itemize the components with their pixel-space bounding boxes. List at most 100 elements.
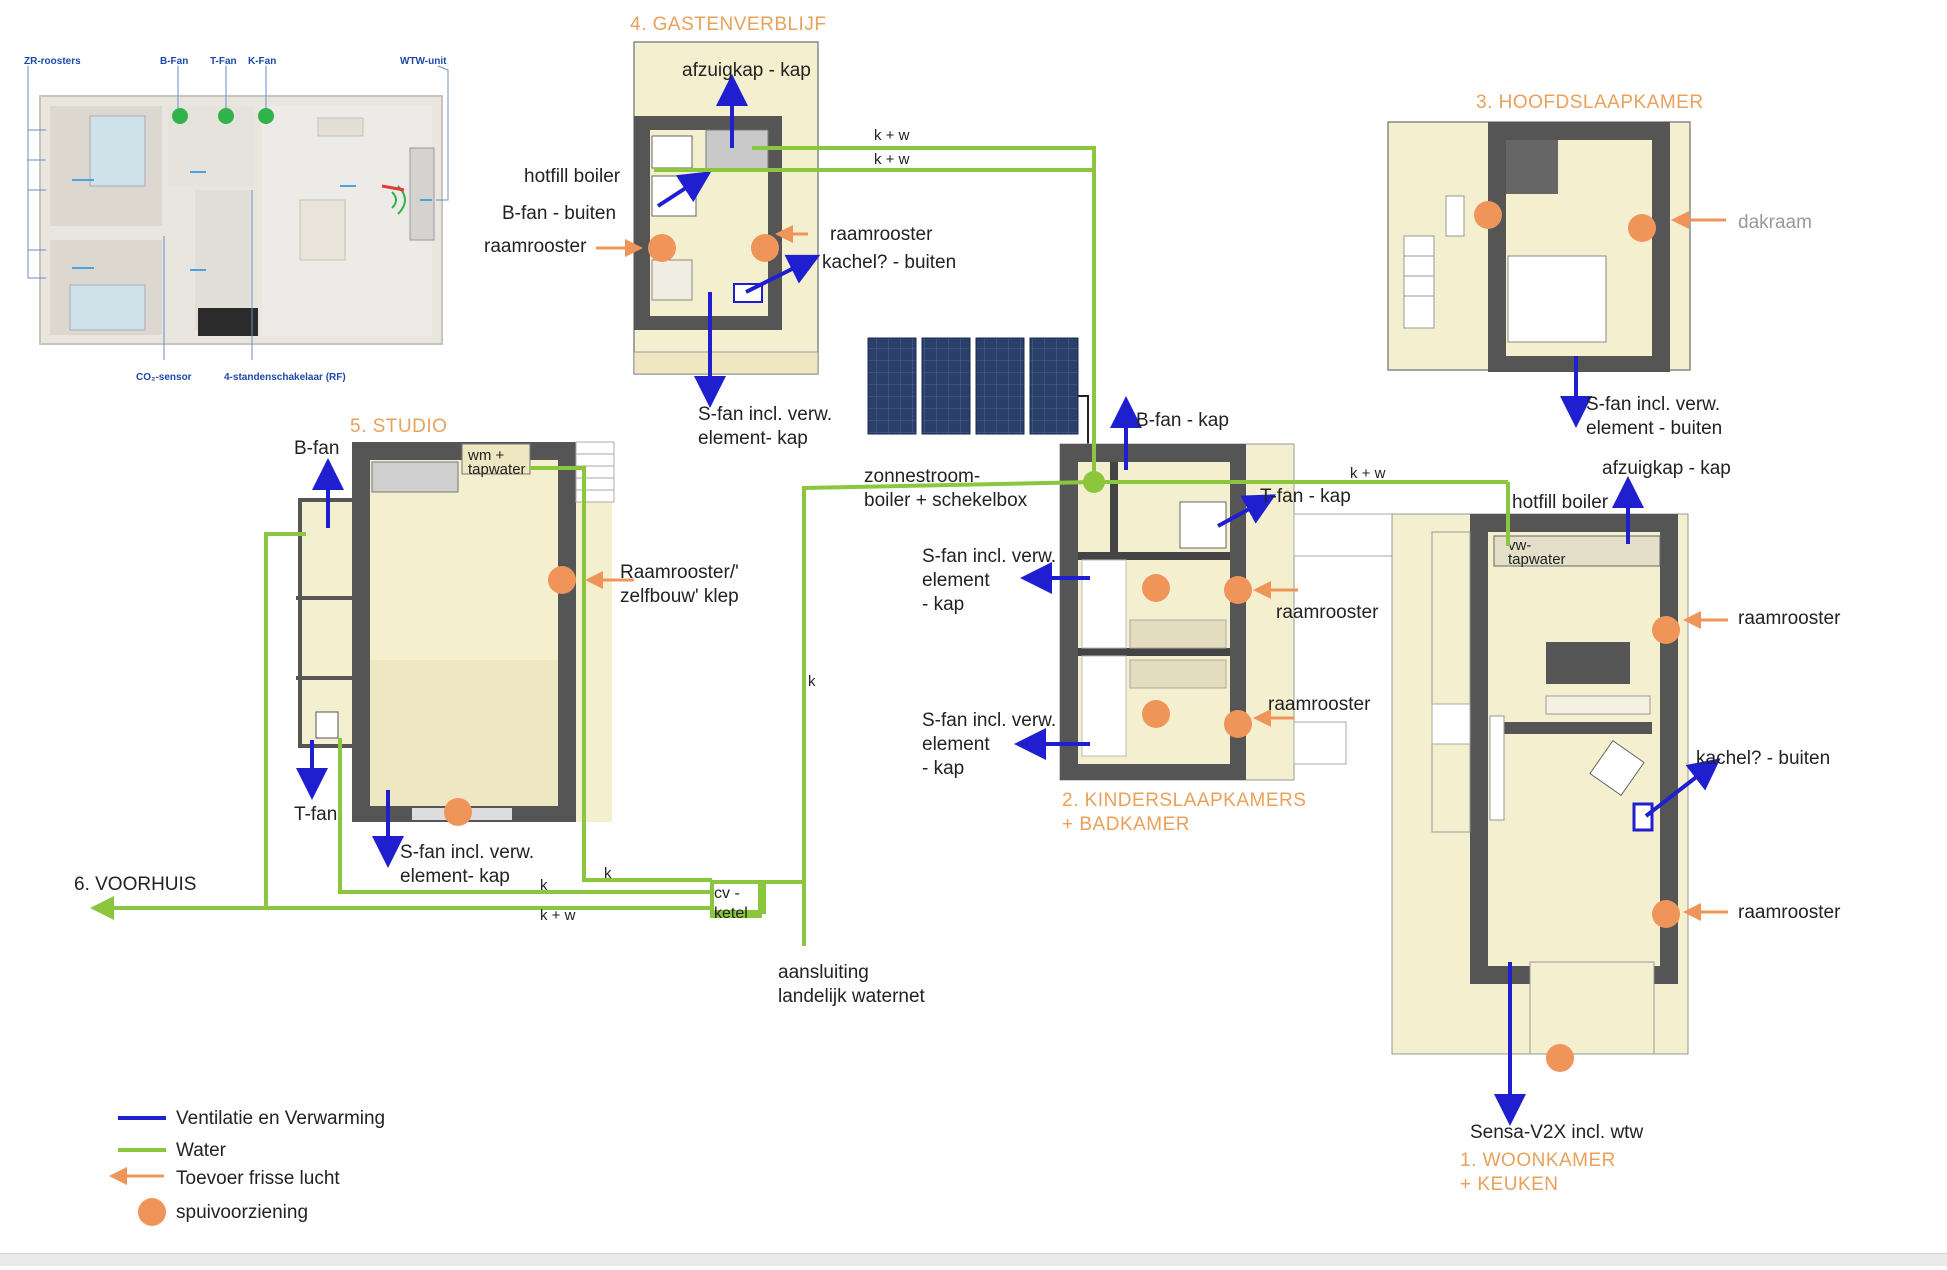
living-room: 1. WOONKAMER + KEUKEN afzuigkap - kap ho… <box>1391 458 1841 1195</box>
room-title-master: 3. HOOFDSLAAPKAMER <box>1476 92 1704 113</box>
label-water-kw-3: k + w <box>1350 465 1386 482</box>
label-guest-sfan-1: S-fan incl. verw. <box>698 404 832 425</box>
inset-label-wtw: WTW-unit <box>400 56 447 67</box>
guest-bfan-arrow <box>656 171 712 208</box>
master-spui-left <box>1474 201 1502 229</box>
label-studio-bfan: B-fan <box>294 438 339 459</box>
room-title-living-1: 1. WOONKAMER <box>1460 1150 1616 1171</box>
label-kids-sfan-1a: S-fan incl. verw. <box>922 546 1056 567</box>
label-guest-afzuigkap: afzuigkap - kap <box>682 60 811 81</box>
water-junction <box>1083 471 1105 493</box>
label-kids-sfan-2b: element <box>922 734 990 755</box>
inset-bfan-icon <box>172 108 188 124</box>
kids-divider-2 <box>1078 648 1230 656</box>
master-spui-right <box>1628 214 1656 242</box>
living-sofa <box>1489 715 1505 821</box>
inset-kfan-icon <box>258 108 274 124</box>
master-bedroom: 3. HOOFDSLAAPKAMER dakraam S-fan incl. v… <box>1387 92 1812 439</box>
kids-bed-1 <box>1081 559 1127 649</box>
label-kids-bfan: B-fan - kap <box>1136 410 1229 431</box>
label-living-sensa: Sensa-V2X incl. wtw <box>1470 1122 1643 1143</box>
solar-panel-1 <box>867 337 917 435</box>
guest-spui-right <box>751 234 779 262</box>
inset-label-tfan: T-Fan <box>210 56 237 67</box>
inset-bed-1 <box>89 115 146 187</box>
guest-wall-top <box>634 116 782 130</box>
solar-panel-3 <box>975 337 1025 435</box>
inset-label-switch: 4-standenschakelaar (RF) <box>224 372 346 383</box>
water-studio-toilet <box>338 738 712 894</box>
living-wall-top <box>1470 514 1678 532</box>
label-studio-raamrooster-1: Raamrooster/' <box>620 562 739 583</box>
label-master-sfan-2: element - buiten <box>1586 418 1722 439</box>
label-cv-1: cv - <box>714 885 740 902</box>
inset-label-co2: CO₂-sensor <box>136 372 192 383</box>
living-island <box>1546 642 1630 684</box>
studio-toilet <box>315 711 339 739</box>
label-water-kw-2: k + w <box>874 151 910 168</box>
label-living-tapwater: tapwater <box>1508 551 1566 568</box>
studio-wall-right <box>558 442 576 822</box>
studio-stairs <box>575 441 615 503</box>
inset-red-arrow <box>381 184 405 192</box>
label-water-k-2: k <box>604 865 612 882</box>
label-kids-raamrooster-2: raamrooster <box>1268 694 1371 715</box>
label-studio-sfan-2: element- kap <box>400 866 510 887</box>
guest-kachel-arrow <box>745 254 821 294</box>
master-wall-right <box>1652 122 1670 372</box>
kids-wall-top <box>1060 444 1246 462</box>
inset-hall <box>195 190 250 330</box>
kids-desk-1 <box>1129 619 1227 649</box>
guest-spui-left <box>648 234 676 262</box>
inset-stairs <box>198 308 258 336</box>
legend-water-label: Water <box>176 1140 227 1161</box>
label-kids-sfan-1b: element <box>922 570 990 591</box>
label-water-kw-1: k + w <box>874 127 910 144</box>
living-kachel-arrow <box>1644 758 1721 818</box>
label-studio-wm: wm + <box>467 447 504 464</box>
label-studio-sfan-1: S-fan incl. verw. <box>400 842 534 863</box>
water-studio-bfan <box>264 532 306 908</box>
water-main-k <box>802 480 1095 946</box>
living-spui-2 <box>1652 900 1680 928</box>
kids-tfan-arrow <box>1217 494 1277 528</box>
room-title-studio: 5. STUDIO <box>350 416 447 437</box>
studio: 5. STUDIO B-fan wm + tapwater Raamrooste… <box>294 416 739 887</box>
label-kids-sfan-2a: S-fan incl. verw. <box>922 710 1056 731</box>
label-aansluiting-2: landelijk waternet <box>778 986 926 1007</box>
guest-bed <box>651 259 693 301</box>
label-water-kw-4: k + w <box>540 907 576 924</box>
living-armchair <box>1589 740 1645 796</box>
living-wall-left <box>1470 514 1488 984</box>
inset-wtw-unit <box>409 147 435 241</box>
master-wall-top <box>1488 122 1670 140</box>
master-bed <box>1507 255 1607 343</box>
kids-spui-4 <box>1224 710 1252 738</box>
label-living-hotfill: hotfill boiler <box>1512 492 1609 513</box>
solar-panels <box>867 337 1089 470</box>
master-wall-left <box>1488 122 1506 372</box>
kids-wall-right <box>1230 444 1246 780</box>
room-title-living-2: + KEUKEN <box>1460 1174 1559 1195</box>
label-living-raamrooster-1: raamrooster <box>1738 608 1841 629</box>
label-kids-raamrooster-1: raamrooster <box>1276 602 1379 623</box>
label-guest-raamrooster-left: raamrooster <box>484 236 587 257</box>
water-cv-feed <box>712 880 804 914</box>
inset-sofa <box>299 199 346 261</box>
inset-living <box>262 106 432 336</box>
guest-toilet <box>651 135 693 169</box>
living-kitchen-counter <box>1493 535 1661 567</box>
living-stove <box>1632 802 1654 832</box>
master-stairs <box>1403 235 1435 329</box>
studio-counter <box>371 461 459 493</box>
inset-bed-2 <box>69 284 146 331</box>
inset-label-kfan: K-Fan <box>248 56 276 67</box>
living-bench-2 <box>1504 722 1652 734</box>
label-studio-tapwater: tapwater <box>468 461 526 478</box>
kids-stairs-top <box>1293 513 1395 557</box>
cv-ketel-box <box>710 880 762 918</box>
living-bench-1 <box>1545 695 1651 715</box>
kids-spui-3 <box>1142 700 1170 728</box>
